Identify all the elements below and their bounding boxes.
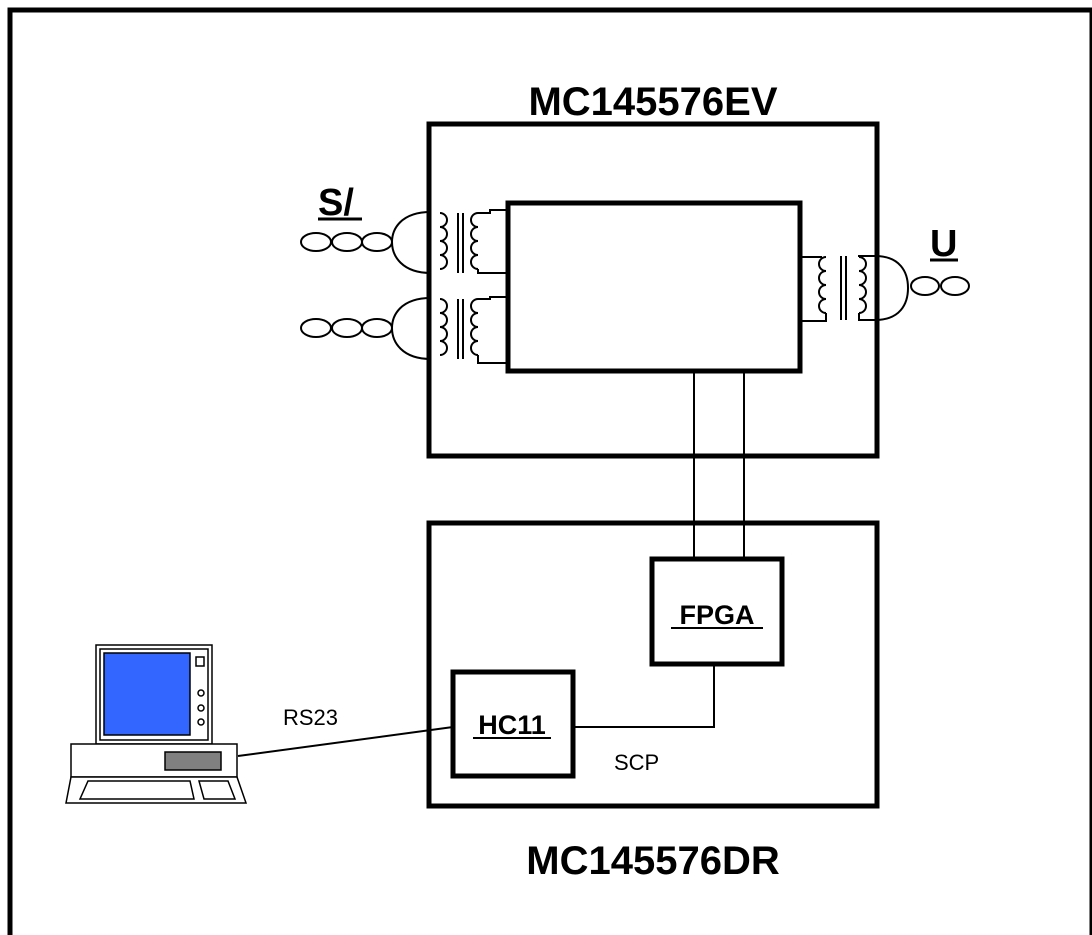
top-board-title: MC145576EV — [528, 80, 777, 124]
left-line-plug-2 — [300, 318, 393, 338]
outer-frame — [7, 7, 1092, 935]
left-line-hook-1 — [390, 211, 432, 274]
fpga-label: FPGA — [679, 600, 754, 630]
scp-label: SCP — [614, 750, 659, 775]
right-transformer — [800, 255, 875, 322]
bottom-board-box — [426, 520, 880, 809]
right-line-hook — [874, 255, 910, 321]
left-line-plug-1 — [300, 232, 393, 252]
right-port-label: U — [930, 223, 957, 265]
top-board-box — [426, 121, 880, 459]
computer-icon — [65, 644, 248, 804]
transceiver-chip-box — [505, 200, 803, 374]
scp-link — [573, 664, 715, 728]
serial-link — [237, 726, 454, 757]
left-transformer-1 — [439, 209, 508, 274]
fpga-box — [649, 556, 785, 667]
left-port-label: S/ — [318, 182, 354, 224]
left-line-hook-2 — [390, 297, 432, 360]
right-line-plug — [910, 276, 970, 296]
serial-link-label: RS23 — [283, 705, 338, 730]
left-transformer-2 — [439, 296, 508, 364]
bottom-board-title: MC145576DR — [526, 839, 780, 883]
interboard-bus — [693, 371, 745, 557]
hc11-box — [450, 669, 576, 779]
hc11-label: HC11 — [478, 710, 546, 740]
